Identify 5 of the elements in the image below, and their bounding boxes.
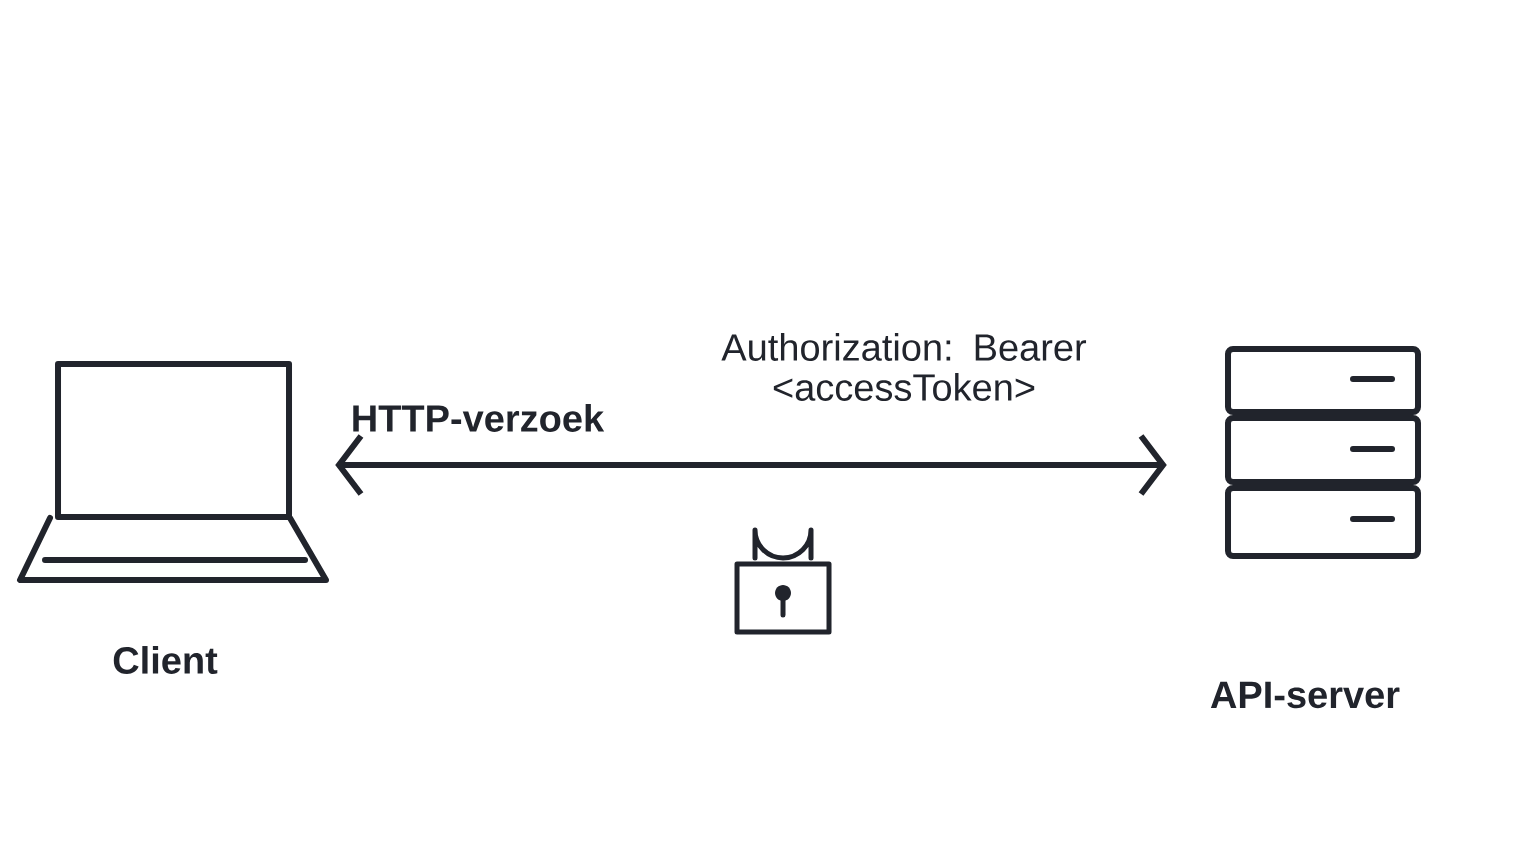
double-arrow [335, 434, 1167, 496]
node-label: Client [113, 646, 218, 674]
edge-label: HTTP-verzoek [353, 404, 605, 432]
note-text: Authorization: Bearer <accessToken> [721, 333, 1087, 401]
node-label: API-server [1210, 681, 1400, 709]
